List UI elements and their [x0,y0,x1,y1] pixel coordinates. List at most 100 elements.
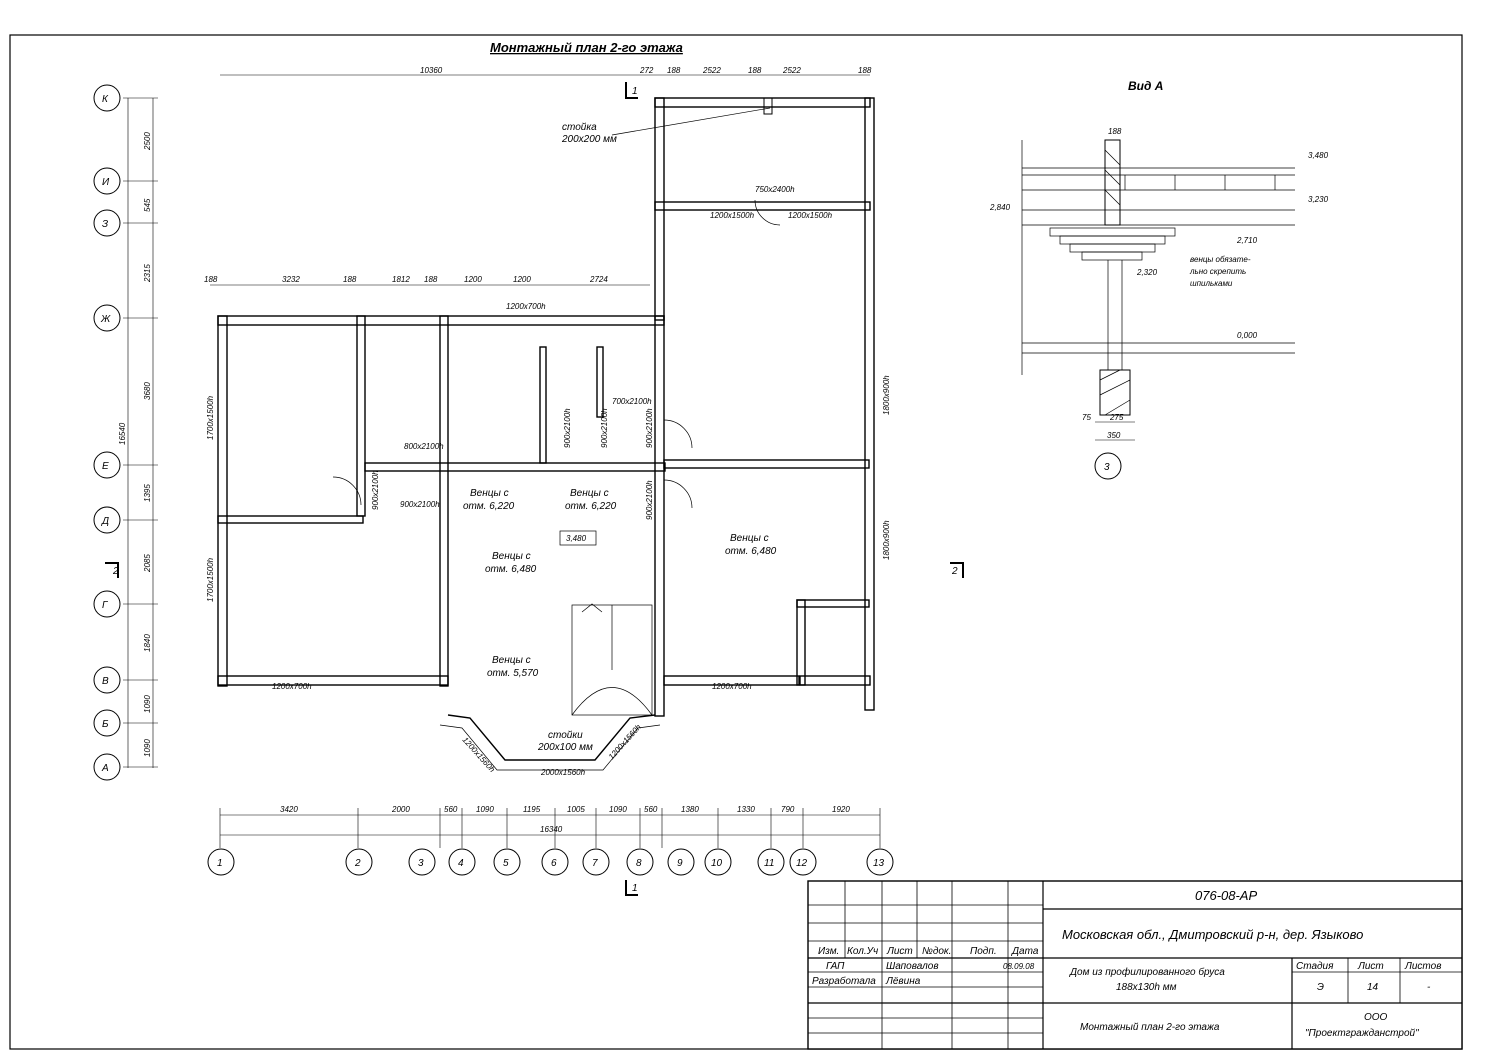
level-mark: 3,480 [566,534,587,543]
dim-left-overall: 16540 [118,422,127,445]
dim-left-1: 545 [143,198,152,212]
view-a-title: Вид А [1128,79,1163,93]
view-a-note-1: венцы обязате- [1190,255,1251,264]
dim-bottom-10: 790 [781,805,795,814]
dim-left-0: 2500 [143,132,152,151]
top-dimensions: 10360 272 188 2522 188 2522 188 188 3232… [204,66,872,286]
window-label-7: 1800x900h [882,520,891,560]
dim-left-5: 2085 [143,554,152,573]
window-label-11: 2000x1560h [540,768,586,777]
axis-13: 13 [873,858,885,869]
view-a-detail: 188 3,480 3,230 2,840 2,710 2,320 0,000 … [989,127,1329,480]
dim-row2-5: 1200 [464,275,482,284]
stamp-stage-header: Стадия [1296,961,1334,972]
door-label-1: 800x2100h [404,442,444,451]
axis-Zh: Ж [100,314,111,325]
axis-12: 12 [796,858,808,869]
window-label-13: 1200x1560h [607,722,644,761]
section-marks: 1 1 2 2 [105,82,964,896]
dim-bottom-8: 1380 [681,805,699,814]
stamp-h-doc: №док. [922,946,951,957]
window-label-12: 1200x1560h [461,735,498,774]
window-labels: 1200x700h 1200x1500h 750x2400h 1200x1500… [206,185,891,777]
dim-left-6: 1840 [143,634,152,652]
axis-6: 6 [551,858,557,869]
axis-G: Г [102,600,109,611]
door-label-4: 700x2100h [612,397,652,406]
dim-top-r3: 188 [748,66,762,75]
window-label-8: 1700x1500h [206,557,215,602]
door-labels: 800x2100h 900x2100h 900x2100h 700x2100h … [332,199,781,520]
door-label-7: 900x2100h [645,480,654,520]
sheet-frame [9,34,1463,1050]
stamp-name-1: Шаповалов [886,961,939,972]
view-a-mark-2: 3,230 [1308,195,1329,204]
axis-9: 9 [677,858,683,869]
axis-7: 7 [592,858,598,869]
title-block: Изм. Кол.Уч Лист №док. Подп. Дата ГАП Ша… [807,880,1463,1050]
dim-top-r5: 188 [858,66,872,75]
window-label-5: 1700x1500h [206,395,215,440]
view-a-mark-6: 0,000 [1237,331,1258,340]
axis-D: Д [101,516,109,527]
dim-top-r2: 2522 [702,66,721,75]
door-label-3: 900x2100h [371,470,380,510]
plan-walls [217,97,875,771]
axis-Z: З [102,219,108,230]
view-a-dim-3: 350 [1107,431,1121,440]
dim-row2-1: 3232 [282,275,300,284]
dim-row2-7: 2724 [589,275,608,284]
window-label-6: 1800x900h [882,375,891,415]
stamp-sheets: - [1427,982,1431,993]
dim-bottom-0: 3420 [280,805,298,814]
section-1-top: 1 [632,86,638,97]
stamp-address: Московская обл., Дмитровский р-н, дер. Я… [1062,927,1363,942]
dim-left-3: 3680 [143,382,152,400]
stamp-h-date: Дата [1011,946,1039,957]
dim-row2-2: 188 [343,275,357,284]
stamp-h-podp: Подп. [970,946,997,957]
section-2-left: 2 [112,566,119,577]
dim-row2-4: 188 [424,275,438,284]
stamp-org-1: ООО [1364,1012,1388,1023]
stamp-code: 076-08-АР [1195,888,1257,903]
room-annotations: стойка 200x200 мм Венцы с отм. 6,220 Вен… [463,122,777,753]
axis-4: 4 [458,858,464,869]
plan-title: Монтажный план 2-го этажа [490,40,683,55]
dim-top-r0: 272 [639,66,654,75]
dim-row2-0: 188 [204,275,218,284]
number-axes: 3420 2000 560 1090 1195 1005 1090 560 13… [207,805,894,876]
axis-3: 3 [418,858,424,869]
stamp-object-2: 188x130h мм [1116,982,1177,993]
stamp-h-izm: Изм. [818,946,839,957]
room-label-2b: отм. 6,220 [565,501,617,512]
room-label-5: Венцы с [492,655,531,666]
axis-I: И [102,177,110,188]
stamp-stage: Э [1317,982,1324,993]
post-label-1b: 200x200 мм [561,134,617,145]
room-label-2: Венцы с [570,488,609,499]
dim-top-r1: 188 [667,66,681,75]
room-label-3b: отм. 6,480 [485,564,537,575]
post-label-1: стойка [562,122,597,133]
axis-5: 5 [503,858,509,869]
stamp-h-list: Лист [886,946,913,957]
axis-B: Б [102,719,109,730]
axis-K: К [102,94,109,105]
stamp-org-2: "Проектгражданстрой" [1305,1028,1419,1039]
room-label-4: Венцы с [730,533,769,544]
door-label-8: 900x2100h [563,408,572,448]
stamp-date-1: 08.09.08 [1003,962,1035,971]
window-label-3: 750x2400h [755,185,795,194]
window-label-1: 1200x700h [506,302,546,311]
view-a-mark-4: 2,710 [1236,236,1258,245]
stamp-h-kol: Кол.Уч [847,946,878,957]
room-label-5b: отм. 5,570 [487,668,539,679]
axis-1: 1 [217,858,223,869]
axis-E: Е [102,461,109,472]
window-label-10: 1200x700h [712,682,752,691]
axis-A: А [101,763,109,774]
dim-bottom-1: 2000 [391,805,410,814]
view-a-mark-3: 2,840 [989,203,1011,212]
dim-bottom-2: 560 [444,805,458,814]
